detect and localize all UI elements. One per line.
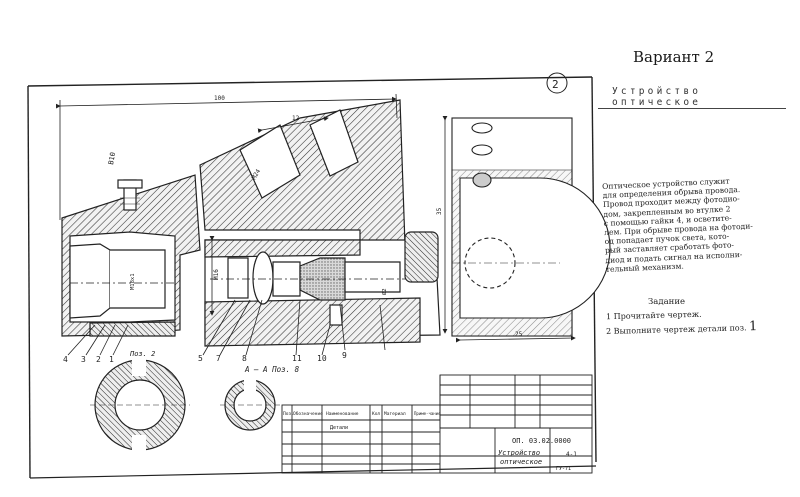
leader-label: 10 [317,354,327,363]
leader-label: 4 [63,355,68,364]
tb-header-mat: Материал [384,411,406,417]
description-text: Оптическое устройство служит для определ… [602,175,756,273]
tb-header-code: Обозначение [293,410,323,417]
title-line-2: оптическое [612,97,702,108]
section-label: А – А Поз. 8 [244,365,300,374]
tb-group: ГУ-71 [556,466,571,472]
dim-small: М18х1 [130,273,136,290]
tb-sheet: 4-1 [566,451,577,458]
dim-overall: 100 [214,95,225,102]
pos2-label: Поз. 2 [129,350,155,358]
tb-doc-code: ОП. 03.02.0000 [512,437,571,445]
tb-header-name: Наименование [326,411,359,417]
dim-side-w: 25 [515,331,523,338]
tb-section: Детали [330,425,348,431]
leader-label: 8 [242,354,247,363]
title-underline [598,108,786,109]
title-line-1: Устройство [612,86,702,97]
task-num: 2 [605,326,612,336]
leader-label: 3 [81,355,86,364]
variant-label: Вариант 2 [633,48,715,66]
bolt-label: В10 [107,151,117,165]
task-num: 1 [605,312,612,322]
leader-lines [67,299,386,356]
task-heading: Задание [648,297,686,307]
section-a-a [220,376,280,431]
leader-label: 9 [342,351,347,360]
tb-header-qty: Кол [372,411,380,417]
housing-main-section [199,99,441,347]
leader-label: 1 [109,355,114,364]
leader-label: 11 [292,354,302,363]
leader-label: 7 [216,354,221,363]
tb-header-pos: Поз. [283,411,294,417]
task-pos: 1 [748,319,758,335]
sheet-number: 2 [552,78,559,91]
leader-label: 2 [96,355,101,364]
tb-name1: Устройство [498,449,540,457]
tb-name2: оптическое [500,458,542,466]
dim-side-h: 35 [436,207,443,215]
pos2-ring [90,356,190,455]
housing-left-view [61,174,201,337]
dim-thread: M24 [251,168,263,181]
tb-header-note: Приме-чание [414,411,441,416]
side-view [451,117,611,337]
task-text: Выполните чертеж детали поз. [613,323,747,336]
title-block [281,374,593,474]
dim-top: 12 [292,115,300,122]
dim-thread2: M16 [213,269,220,280]
dim-d: Ø2 [381,288,388,295]
dimension-lines [55,93,576,343]
leader-label: 5 [198,354,203,363]
